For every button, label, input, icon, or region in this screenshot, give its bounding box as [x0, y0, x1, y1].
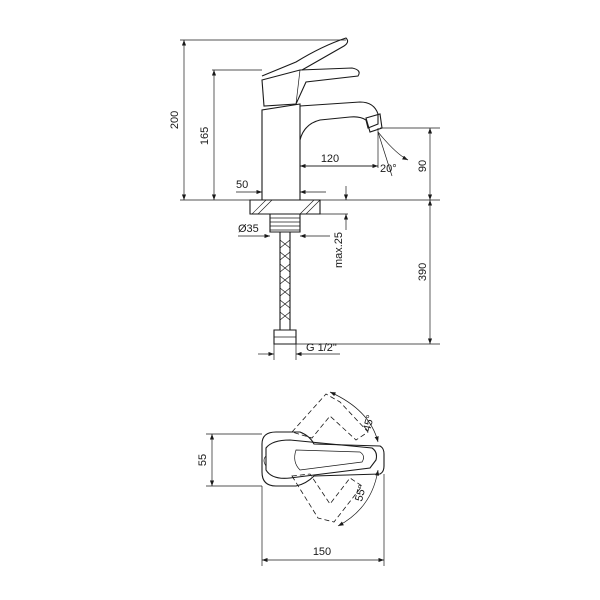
extension-lines: [180, 39, 440, 360]
lever-raised: [261, 37, 349, 77]
dim-spout-height: 90: [417, 160, 429, 172]
dimension-lines: [181, 40, 433, 357]
top-lever: [265, 439, 378, 479]
dim-spout-angle: 20°: [380, 163, 397, 175]
faucet-spout: [299, 101, 379, 141]
dim-top-height: 55: [197, 454, 209, 466]
dim-body-height: 165: [199, 127, 211, 145]
spout-aerator: [365, 113, 383, 133]
dim-max-counter: max.25: [333, 232, 345, 268]
top-view: 55 150 45° 55°: [197, 391, 385, 566]
faucet-body: [261, 103, 301, 201]
top-extension-lines: [206, 433, 385, 566]
dim-total-height: 200: [169, 111, 181, 129]
dim-body-width: 50: [236, 179, 248, 191]
supply-hose: [279, 232, 291, 330]
rotation-arc-upper: [329, 391, 379, 443]
lever-lower: [261, 67, 360, 107]
lever-position-55: [291, 473, 363, 523]
dim-top-width: 150: [313, 546, 331, 558]
dim-spout-reach: 120: [321, 153, 339, 165]
side-view: 200 165 120 90 20° 50 Ø35 max.25 390 G 1…: [169, 37, 440, 360]
dim-lever-angle-up: 45°: [361, 414, 377, 433]
dim-thread-diameter: Ø35: [238, 223, 259, 235]
dim-hose-connector: G 1/2": [306, 342, 337, 354]
top-body: [261, 431, 385, 487]
rotation-arc-lower: [337, 469, 380, 527]
dim-hose-length: 390: [417, 263, 429, 281]
threaded-shank: [269, 213, 301, 233]
countertop-hatch: [251, 199, 321, 215]
dim-lever-angle-down: 55°: [353, 484, 369, 503]
